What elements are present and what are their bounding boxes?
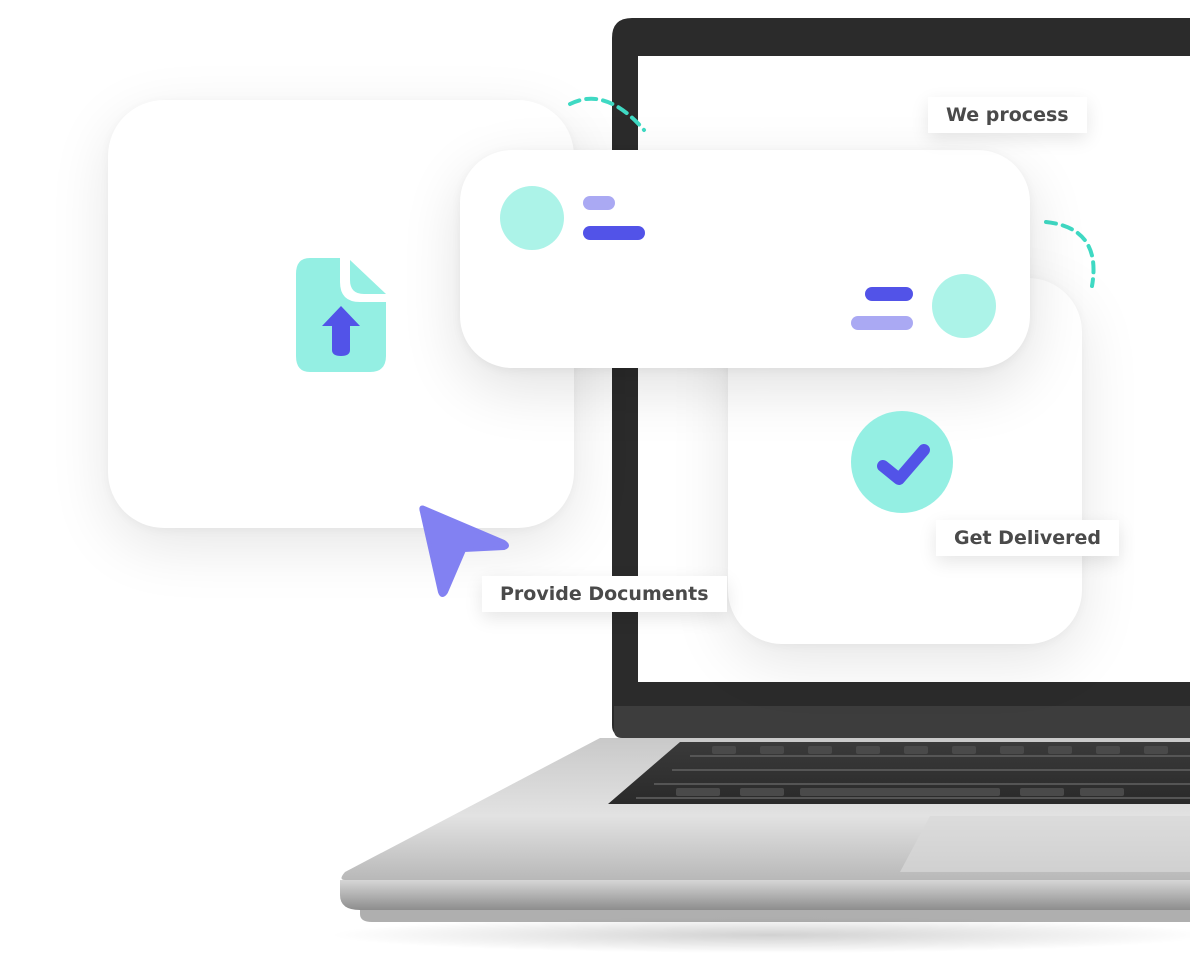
avatar-dot: [500, 186, 564, 250]
message-line: [583, 226, 645, 240]
dashed-arc-icon: [1044, 220, 1096, 288]
check-circle-icon: [851, 411, 953, 513]
file-upload-icon: [296, 258, 386, 372]
avatar-dot: [932, 274, 996, 338]
message-line: [865, 287, 913, 301]
message-line: [583, 196, 615, 210]
dashed-arc-icon: [568, 96, 646, 132]
get-delivered-label: Get Delivered: [936, 520, 1119, 556]
process-label: We process: [928, 97, 1087, 133]
message-line: [851, 316, 913, 330]
mouse-pointer-icon: [419, 505, 509, 597]
provide-documents-label: Provide Documents: [482, 576, 727, 612]
process-card: [460, 150, 1030, 368]
